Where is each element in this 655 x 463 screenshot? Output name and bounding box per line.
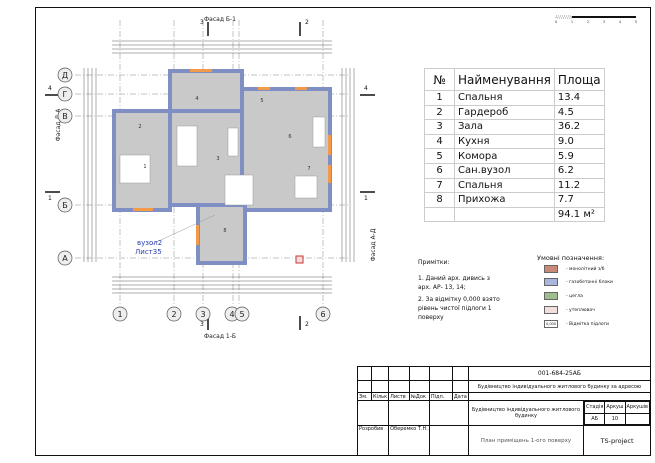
svg-text:3: 3 (200, 310, 205, 319)
legend-item: - монолітний з/б (544, 265, 605, 273)
legend-item: 0,000- Відмітка підлоги (544, 320, 609, 328)
svg-text:2: 2 (305, 321, 309, 328)
legend-title: Умовні позначення: (537, 254, 605, 262)
facade-top-label: Фасад Б-1 (204, 16, 236, 23)
windows (133, 69, 331, 245)
svg-text:1: 1 (143, 164, 146, 170)
stair-mark (295, 255, 304, 264)
svg-text:2: 2 (138, 124, 141, 130)
title-block: 001-684-25АБ Будівництво індивідуального… (356, 366, 652, 456)
legend-item: - утеплювач (544, 306, 595, 314)
facade-left-label: Фасад Д-А (55, 108, 62, 142)
svg-text:5: 5 (635, 20, 637, 24)
svg-text:4: 4 (364, 85, 368, 92)
svg-text:Д: Д (62, 71, 68, 80)
furniture (119, 116, 326, 206)
axis-bubbles: 1 2 3 4 5 6 Д Г В Б А (62, 71, 326, 319)
svg-text:5: 5 (260, 98, 263, 104)
svg-text:1: 1 (48, 195, 52, 202)
svg-text:1: 1 (117, 310, 122, 319)
svg-text:4: 4 (48, 85, 52, 92)
svg-text:0: 0 (555, 20, 557, 24)
node-ref: вузол2 (137, 239, 162, 247)
svg-text:1: 1 (364, 195, 368, 202)
svg-text:6: 6 (288, 134, 291, 140)
svg-text:А: А (62, 254, 68, 263)
svg-text:В: В (62, 112, 68, 121)
svg-text:3: 3 (200, 321, 204, 328)
notes: Примітки: 1. Даний арх. дивись з арх. АР… (418, 259, 500, 321)
section-marks (45, 22, 375, 330)
svg-text:4: 4 (229, 310, 234, 319)
legend-item: - цегла (544, 292, 583, 300)
drawing-frame (35, 7, 651, 456)
facade-bottom-label: Фасад 1-Б (204, 333, 236, 340)
svg-text:4: 4 (195, 96, 198, 102)
svg-text:8: 8 (223, 228, 226, 234)
svg-text:2: 2 (587, 20, 589, 24)
dimension-lines (83, 40, 355, 294)
walls (112, 69, 332, 265)
legend-item: - газобетонні блоки (544, 278, 613, 286)
svg-text:1: 1 (571, 20, 573, 24)
svg-text:7: 7 (307, 166, 310, 172)
svg-text:4: 4 (619, 20, 622, 24)
svg-text:5: 5 (239, 310, 244, 319)
svg-text:3: 3 (216, 156, 219, 162)
node-sheet: Лист35 (135, 248, 162, 256)
scale-bar: 0 1 2 3 4 5 (555, 15, 637, 24)
svg-text:3: 3 (603, 20, 605, 24)
facade-right-label: Фасад А-Д (370, 228, 377, 261)
table-total-row: 94.1 м² (424, 206, 605, 223)
svg-text:2: 2 (171, 310, 176, 319)
svg-text:6: 6 (320, 310, 325, 319)
svg-text:Б: Б (62, 201, 68, 210)
svg-text:3: 3 (200, 19, 204, 26)
svg-text:2: 2 (305, 19, 309, 26)
svg-text:Г: Г (63, 90, 68, 99)
